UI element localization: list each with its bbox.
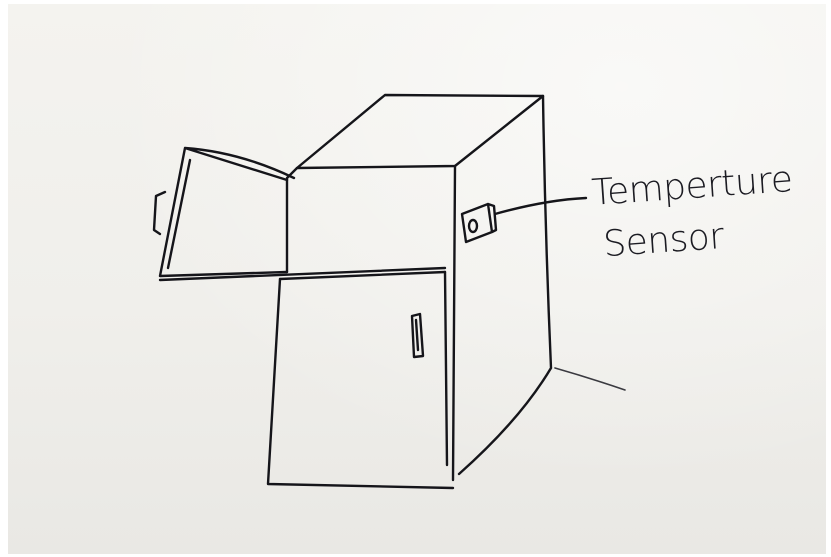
cabinet-front-left-edge <box>287 168 297 272</box>
cabinet-front-right-edge <box>453 166 455 480</box>
lid-tab <box>154 192 165 234</box>
temperature-sensor-box <box>462 204 496 242</box>
label-leader-line <box>495 198 586 214</box>
lower-door <box>268 272 453 488</box>
floor-shadow-stroke <box>555 368 625 390</box>
open-lid <box>160 148 294 276</box>
temperature-sensor-label: Temperture Sensor <box>590 153 817 272</box>
cabinet-top-face <box>297 95 543 168</box>
sensor-lens <box>469 220 477 232</box>
door-handle <box>412 314 423 357</box>
